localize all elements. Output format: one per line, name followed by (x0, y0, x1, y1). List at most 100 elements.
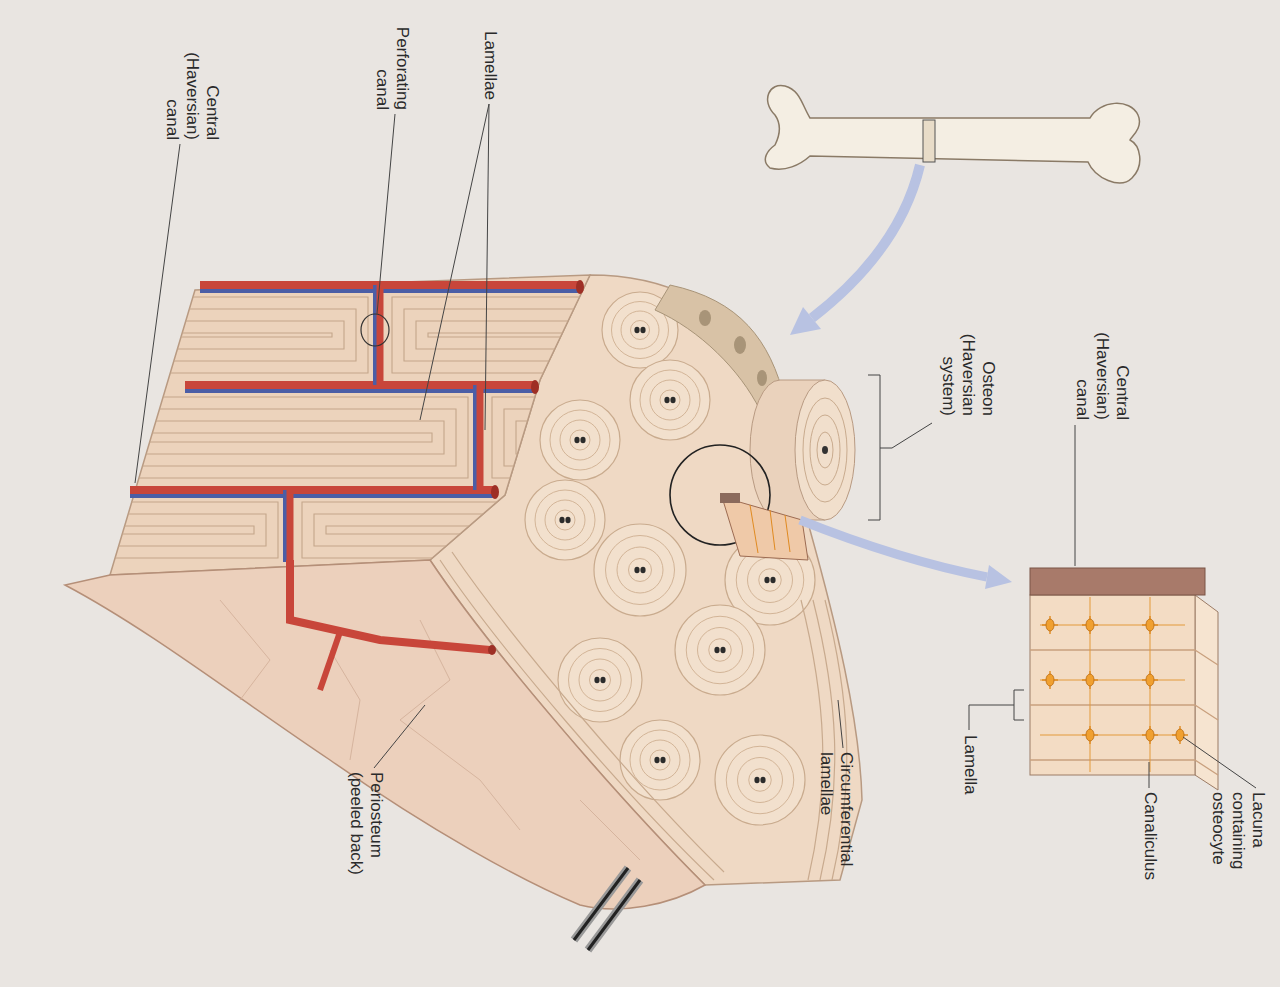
spongy-space (699, 310, 711, 326)
lamella-line (80, 309, 356, 361)
central-canal (670, 397, 675, 403)
osteon-ring (535, 490, 595, 550)
osteon-end (795, 380, 855, 520)
osteocyte (1176, 729, 1184, 741)
lamella-line (80, 526, 254, 534)
leader-line (1075, 425, 1076, 566)
part-label: Periosteum (peeled back) (346, 772, 386, 902)
inset-lamellae (1030, 650, 1218, 775)
canaliculus (1082, 671, 1098, 689)
central-canal (634, 567, 639, 573)
lacuna (1082, 726, 1098, 744)
canaliculus (1042, 671, 1058, 689)
central-canal (634, 327, 639, 333)
zoom-arrowhead (985, 565, 1012, 589)
periosteum (65, 560, 705, 909)
lacuna (1172, 726, 1188, 744)
vein (283, 490, 287, 562)
lamella-line (492, 397, 630, 478)
osteon-ring (617, 547, 663, 593)
central-canal (754, 777, 759, 783)
osteon-ring (810, 415, 840, 485)
osteon-ring (630, 360, 710, 440)
osteon (540, 400, 620, 480)
inset-block (1030, 595, 1195, 775)
canaliculus (1082, 726, 1098, 744)
osteon-ring (550, 410, 610, 470)
lamella-line (392, 297, 630, 373)
central-canal (600, 677, 605, 683)
osteocyte (1086, 619, 1094, 631)
lacuna (1142, 726, 1158, 744)
femur (765, 85, 1140, 182)
leader-line (374, 705, 425, 768)
leader-line (1149, 762, 1150, 788)
perforating-vessel (477, 385, 484, 490)
leader-line (1183, 737, 1256, 788)
vein (373, 285, 377, 385)
osteocyte (1146, 729, 1154, 741)
central-canal (714, 647, 719, 653)
osteon (525, 480, 605, 560)
part-label: Circumferential lamellae (816, 752, 856, 892)
central-canal (574, 437, 579, 443)
vessel-group (130, 280, 584, 562)
lamella-line (80, 333, 332, 337)
periosteum-texture (220, 600, 640, 860)
canaliculus (1142, 616, 1158, 634)
osteon-ring (803, 398, 847, 502)
osteon (715, 735, 805, 825)
osteocyte (1046, 674, 1054, 686)
spongy-space (734, 336, 746, 354)
part-label: Lacuna containing osteocyte (1208, 792, 1268, 892)
lamella-line (314, 514, 630, 546)
osteon-ring (686, 616, 754, 684)
osteon-ring (748, 558, 793, 603)
lacuna (1082, 616, 1098, 634)
central-canal (640, 567, 645, 573)
zoom-arrow (800, 520, 987, 577)
inset-canal (1030, 568, 1205, 595)
osteon (558, 638, 642, 722)
periosteum-vessel (320, 632, 340, 690)
bracket (868, 375, 892, 520)
central-canal (822, 446, 828, 454)
osteon-ring (817, 432, 833, 468)
osteon-ring (560, 420, 600, 460)
central-canal (770, 577, 775, 583)
part-label: Central (Haversian) canal (1072, 315, 1132, 420)
canaliculus (1142, 671, 1158, 689)
osteon-ring (629, 559, 652, 582)
lamella-line (80, 421, 444, 454)
osteon-ring (555, 510, 575, 530)
leader-line (135, 144, 180, 483)
perforating-vessel (287, 490, 294, 562)
part-label: Osteon (Haversian system) (938, 311, 998, 416)
lamella-line (80, 321, 344, 349)
leader-line (377, 114, 395, 314)
lacuna (1082, 671, 1098, 689)
osteon-ring (759, 569, 782, 592)
part-label: Lamellae (480, 10, 500, 100)
lamella-line (302, 502, 630, 558)
central-canal (565, 517, 570, 523)
osteon-ring (698, 628, 743, 673)
periosteum-vessel (290, 560, 490, 650)
lamellae-lines (80, 297, 630, 558)
vein (130, 494, 495, 498)
canaliculus (1172, 726, 1188, 744)
osteon-ring (545, 500, 585, 540)
osteon (675, 605, 765, 695)
osteon-wedge (722, 497, 808, 560)
lamella-line (80, 433, 432, 442)
artery (200, 281, 580, 289)
canaliculi (750, 505, 790, 553)
osteon-ring (650, 380, 690, 420)
lamella-line (80, 397, 468, 478)
central-canal (664, 397, 669, 403)
lamella-line (80, 409, 456, 466)
osteon-ring (594, 524, 686, 616)
vessel-end (531, 380, 539, 394)
lamella-line (326, 526, 630, 534)
